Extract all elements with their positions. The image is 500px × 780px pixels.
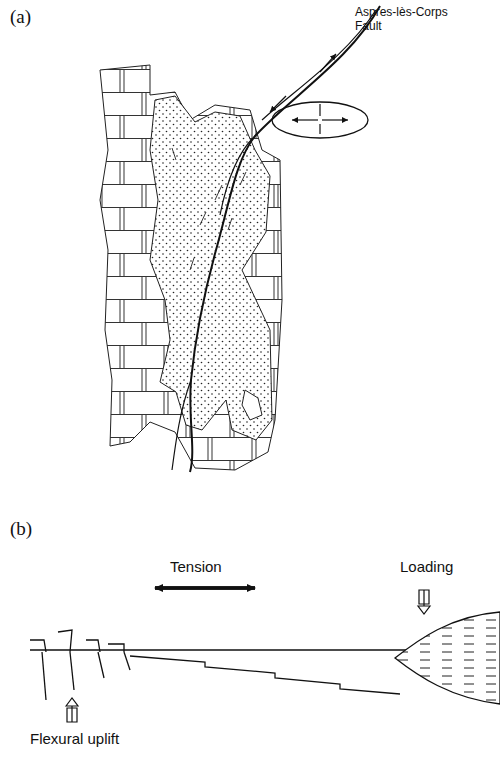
force-label: Tension: [170, 558, 222, 575]
sediment-load: [395, 612, 500, 704]
uplift-label: Flexural uplift: [30, 730, 119, 747]
force-label: Loading: [400, 558, 453, 575]
panel-letter: (b): [10, 518, 32, 540]
force-arrows: [66, 588, 430, 722]
fault-name: Aspres-lès-Corps Fault: [355, 6, 475, 34]
fault-trace: [172, 6, 380, 472]
strain-ellipse: [272, 102, 368, 138]
panel-letter: (a): [10, 6, 31, 28]
